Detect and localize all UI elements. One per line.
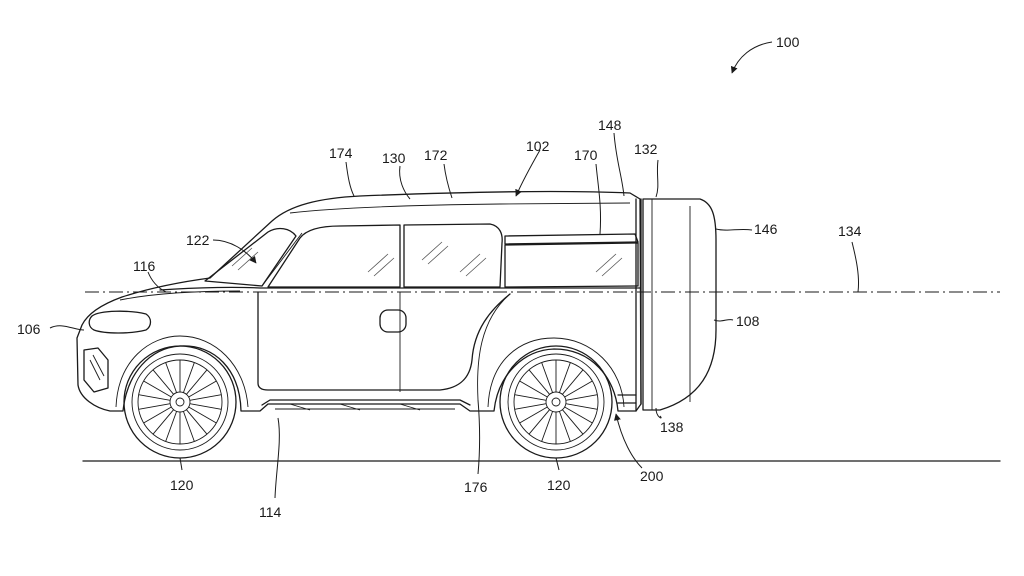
rear-wheel: [499, 345, 613, 459]
label-132: 132: [634, 141, 658, 157]
headlight: [88, 310, 152, 334]
label-172: 172: [424, 147, 448, 163]
label-138: 138: [660, 419, 684, 435]
label-176: 176: [464, 479, 488, 495]
front-wheel: [123, 345, 237, 459]
label-122: 122: [186, 232, 210, 248]
front-grille: [83, 347, 109, 393]
label-170: 170: [574, 147, 598, 163]
label-200: 200: [640, 468, 664, 484]
label-114: 114: [259, 504, 282, 520]
door-handle: [379, 309, 407, 333]
label-116: 116: [133, 258, 156, 274]
label-120-front: 120: [170, 477, 194, 493]
label-174: 174: [329, 145, 353, 161]
label-108: 108: [736, 313, 760, 329]
rear-module: [642, 198, 717, 411]
leader-lines: [49, 41, 859, 499]
label-134: 134: [838, 223, 862, 239]
label-100: 100: [776, 34, 800, 50]
label-148: 148: [598, 117, 622, 133]
label-120-rear: 120: [547, 477, 571, 493]
label-146: 146: [754, 221, 778, 237]
vehicle-body: [76, 190, 642, 412]
label-106: 106: [17, 321, 41, 337]
reference-numerals: 100 102 106 108 114 116 120 120 122 130 …: [17, 34, 862, 520]
label-102: 102: [526, 138, 550, 154]
label-130: 130: [382, 150, 406, 166]
